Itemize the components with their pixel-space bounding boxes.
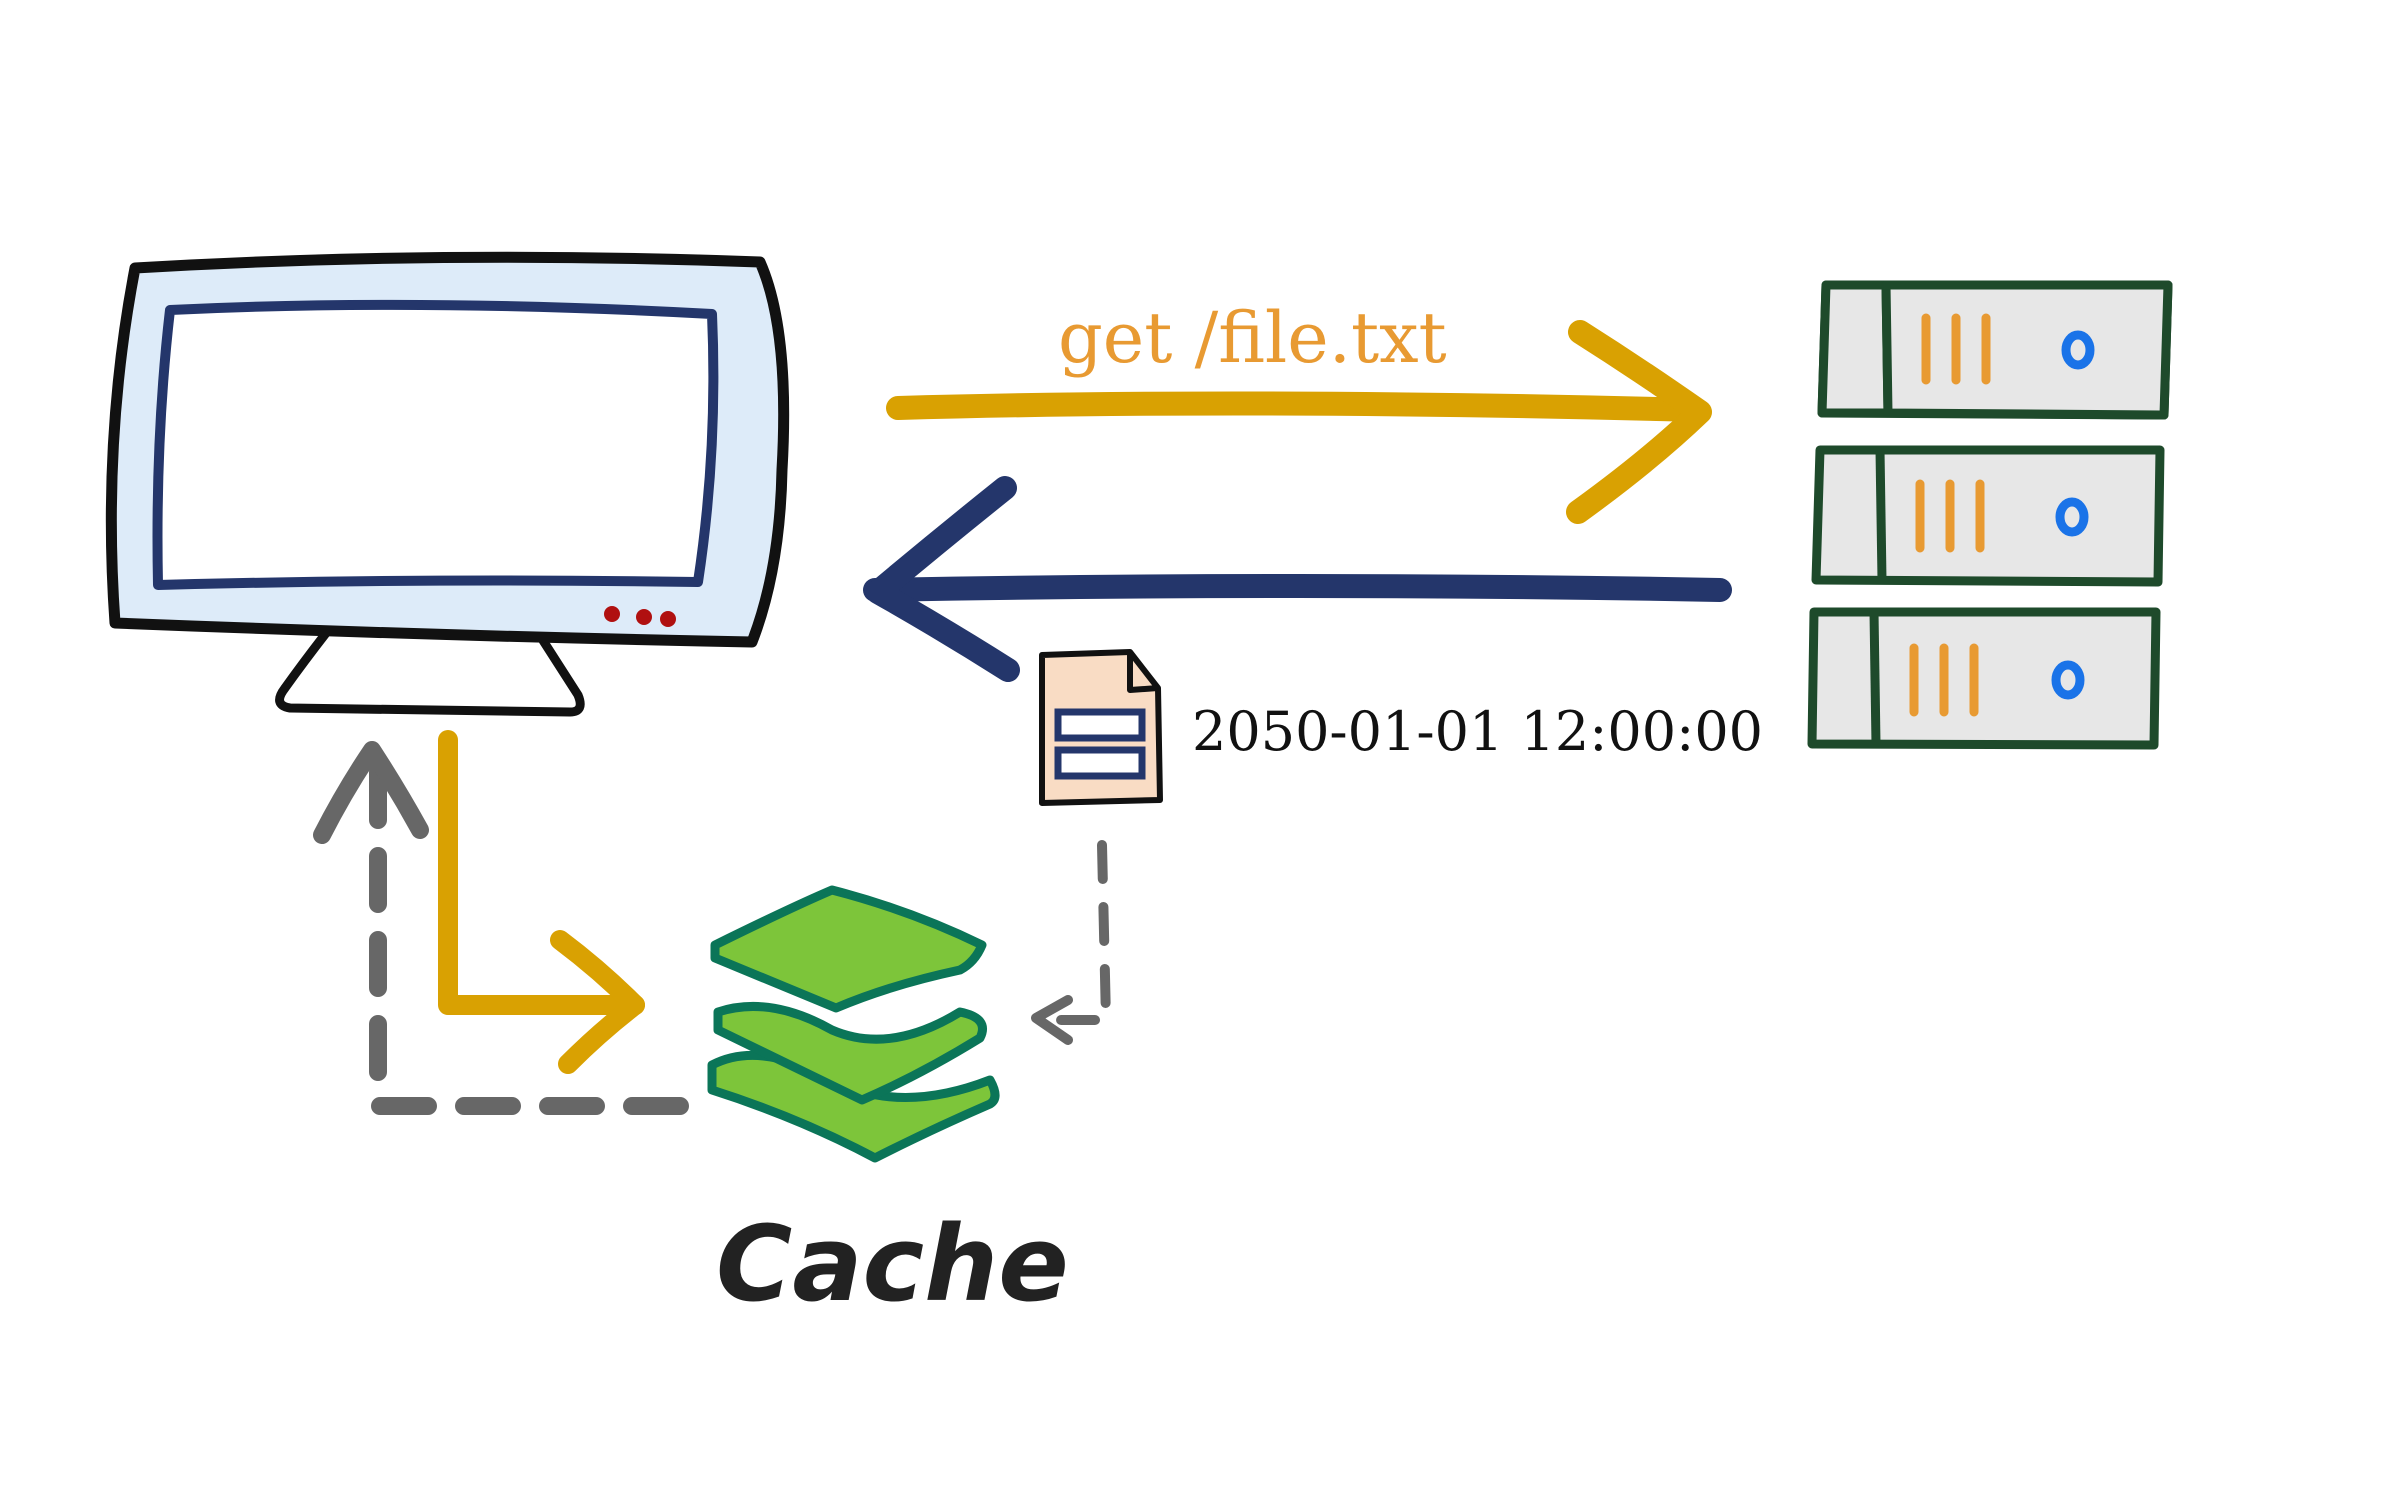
monitor-icon [105, 251, 790, 717]
cache-read-arrow [313, 741, 689, 1115]
server-rack-icon [1807, 280, 2173, 750]
file-icon [1039, 649, 1163, 806]
monitor-led [660, 611, 676, 627]
cache-store-arrow [438, 730, 645, 1074]
file-to-cache-arrow [1031, 840, 1111, 1045]
response-arrow [863, 476, 1732, 682]
cache-layer [710, 885, 987, 1013]
monitor-screen [152, 299, 719, 590]
response-date-label: 2050-01-01 12:00:00 [1192, 700, 1763, 763]
monitor-led [604, 606, 620, 622]
monitor-stand [275, 625, 585, 717]
cache-label: Cache [716, 1203, 1069, 1325]
request-label: get /file.txt [1058, 297, 1447, 379]
cache-layer [713, 1001, 987, 1105]
monitor-led [636, 609, 652, 625]
server-unit [1807, 607, 2161, 750]
server-unit [1811, 445, 2165, 587]
server-unit [1817, 280, 2173, 420]
cache-layers-icon [707, 885, 1000, 1163]
request-arrow [886, 320, 1712, 524]
